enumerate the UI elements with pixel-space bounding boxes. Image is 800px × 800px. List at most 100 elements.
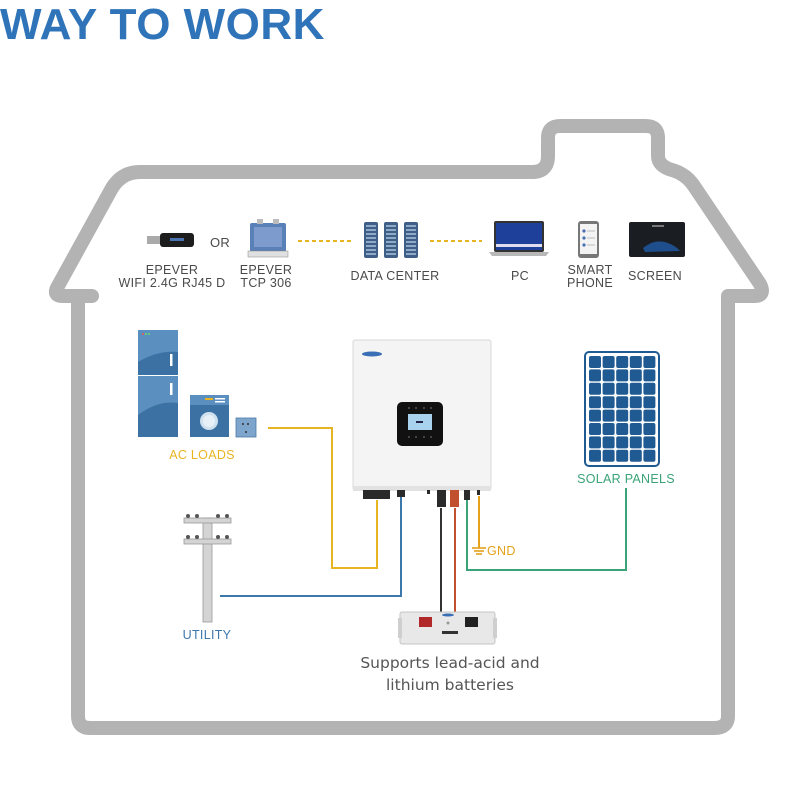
solar-cell bbox=[602, 382, 615, 395]
solar-cell bbox=[616, 449, 629, 462]
display-screen-icon bbox=[629, 222, 685, 257]
solar-cell bbox=[589, 436, 601, 449]
server-rack-unit bbox=[384, 222, 398, 258]
solar-cell bbox=[602, 369, 615, 382]
refrigerator-icon bbox=[138, 330, 178, 437]
solar-cell bbox=[643, 449, 656, 462]
solar-cell bbox=[629, 436, 642, 449]
network-adapter-icon bbox=[247, 219, 289, 258]
server-slot bbox=[386, 245, 396, 247]
server-slot bbox=[386, 229, 396, 231]
solar-cell bbox=[643, 356, 656, 368]
solar-cell bbox=[629, 382, 642, 395]
server-slot bbox=[406, 237, 416, 239]
solar-cell bbox=[616, 436, 629, 449]
house-outline bbox=[48, 119, 769, 735]
label-pc: PC bbox=[511, 269, 529, 283]
solar-cell bbox=[616, 382, 629, 395]
smartphone-icon bbox=[578, 221, 599, 258]
server-slot bbox=[366, 253, 376, 255]
server-slot bbox=[366, 233, 376, 235]
solar-cell bbox=[643, 382, 656, 395]
label-data-center: DATA CENTER bbox=[350, 269, 440, 283]
label-wifi-dongle: EPEVER WIFI 2.4G RJ45 D bbox=[118, 263, 226, 290]
epever-logo bbox=[362, 351, 382, 357]
wifi-dongle-icon bbox=[147, 233, 194, 247]
solar-cell bbox=[629, 396, 642, 409]
solar-cell bbox=[629, 356, 642, 368]
server-slot bbox=[406, 233, 416, 235]
server-slot bbox=[386, 225, 396, 227]
solar-cell bbox=[589, 409, 601, 422]
solar-cell bbox=[643, 369, 656, 382]
label-gnd: GND bbox=[487, 544, 516, 558]
server-slot bbox=[406, 253, 416, 255]
solar-cell bbox=[589, 369, 601, 382]
solar-cell bbox=[616, 396, 629, 409]
server-slot bbox=[366, 229, 376, 231]
or-label: OR bbox=[209, 235, 231, 250]
label-utility: UTILITY bbox=[182, 628, 232, 642]
server-rack-unit bbox=[364, 222, 378, 258]
solar-cell bbox=[602, 396, 615, 409]
server-slot bbox=[386, 237, 396, 239]
label-tcp-adapter: EPEVER TCP 306 bbox=[239, 263, 293, 290]
solar-cell bbox=[602, 409, 615, 422]
server-slot bbox=[366, 237, 376, 239]
solar-cell bbox=[602, 423, 615, 435]
battery-pack-icon bbox=[398, 611, 497, 645]
label-solar-panels: SOLAR PANELS bbox=[577, 472, 675, 486]
server-slot bbox=[366, 249, 376, 251]
solar-panel-frame bbox=[584, 351, 660, 467]
solar-cell bbox=[616, 356, 629, 368]
server-slot bbox=[386, 253, 396, 255]
battery-caption: Supports lead-acid and lithium batteries bbox=[360, 654, 540, 694]
utility-pole-icon bbox=[183, 514, 232, 623]
server-slot bbox=[406, 241, 416, 243]
server-slot bbox=[386, 233, 396, 235]
power-socket-icon bbox=[235, 417, 257, 438]
wire-solar bbox=[466, 488, 627, 571]
server-rack-unit bbox=[404, 222, 418, 258]
solar-cell bbox=[616, 423, 629, 435]
solar-cell bbox=[616, 409, 629, 422]
solar-cell bbox=[629, 423, 642, 435]
solar-cell bbox=[629, 449, 642, 462]
solar-cell bbox=[643, 423, 656, 435]
label-screen: SCREEN bbox=[628, 269, 682, 283]
solar-cell bbox=[589, 449, 601, 462]
solar-cell bbox=[602, 449, 615, 462]
solar-cell bbox=[643, 396, 656, 409]
solar-cell bbox=[629, 369, 642, 382]
server-rack-icon bbox=[364, 222, 418, 258]
solar-cell bbox=[589, 396, 601, 409]
wire-ac-loads bbox=[268, 427, 378, 569]
server-slot bbox=[406, 225, 416, 227]
server-slot bbox=[366, 245, 376, 247]
server-slot bbox=[386, 241, 396, 243]
page-title: WAY TO WORK bbox=[0, 0, 325, 49]
label-smartphone: SMART PHONE bbox=[567, 263, 613, 290]
solar-panel-icon bbox=[584, 351, 660, 467]
label-ac-loads: AC LOADS bbox=[169, 448, 235, 462]
solar-cell bbox=[589, 423, 601, 435]
solar-cell bbox=[589, 382, 601, 395]
server-slot bbox=[366, 225, 376, 227]
solar-cell bbox=[602, 356, 615, 368]
server-slot bbox=[406, 245, 416, 247]
server-slot bbox=[386, 249, 396, 251]
solar-cell bbox=[643, 409, 656, 422]
wire-utility bbox=[220, 497, 402, 597]
laptop-icon bbox=[489, 221, 549, 256]
ground-symbol-icon bbox=[472, 547, 486, 555]
server-slot bbox=[366, 241, 376, 243]
server-slot bbox=[406, 229, 416, 231]
solar-cell bbox=[589, 356, 601, 368]
hybrid-inverter bbox=[352, 339, 492, 507]
solar-cell bbox=[629, 409, 642, 422]
solar-cell bbox=[643, 436, 656, 449]
solar-cell bbox=[616, 369, 629, 382]
solar-cell bbox=[602, 436, 615, 449]
server-slot bbox=[406, 249, 416, 251]
